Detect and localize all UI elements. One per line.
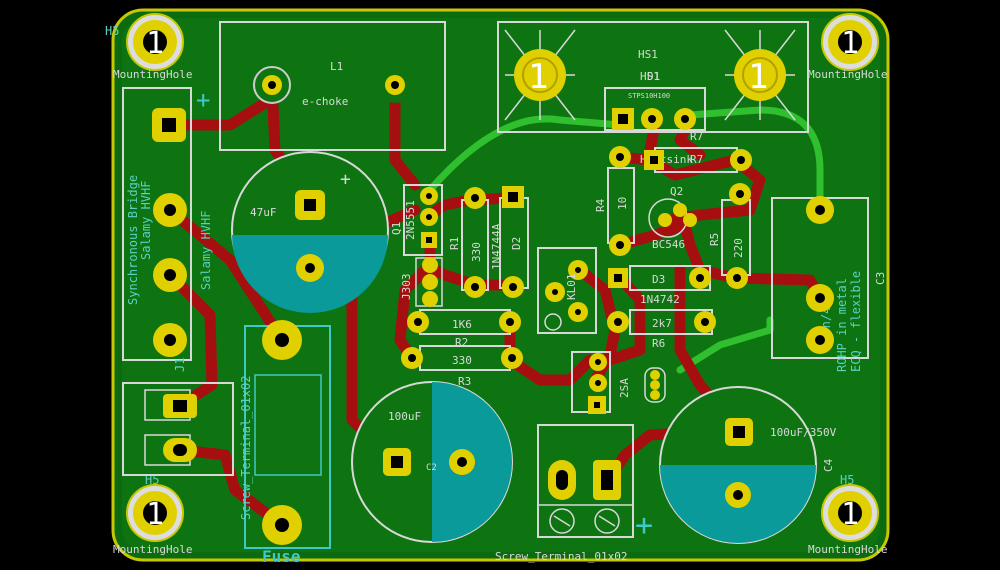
hole-number: 1 [146, 26, 164, 61]
fuse-text: Screw_Terminal_01x02 [239, 376, 253, 521]
capacitor-c1: 47uF + [231, 151, 389, 313]
hole-ref: H5 [145, 473, 159, 487]
u1-value: KL01 [565, 274, 578, 301]
q2-value: BC546 [652, 238, 685, 251]
c4-value: 100uF/350V [770, 426, 837, 439]
resistor-r3: 330 R3 [401, 345, 523, 388]
resistor-r5: 220 R5 [708, 183, 751, 289]
resistor-r4: 10 R4 [594, 146, 635, 256]
r7-ref: R7 [690, 130, 703, 143]
d3-value: 1N4742 [640, 293, 680, 306]
capacitor-c2: 100uF C2 [351, 381, 513, 543]
component-u1: KL01 [537, 247, 597, 334]
inductor-l1: L1 e-choke [219, 21, 446, 151]
c2-value: 100uF [388, 410, 421, 423]
capacitor-c4: 100uF/350V C4 [659, 386, 837, 544]
c3-sub2: ECQ - flexible [849, 271, 863, 372]
q1-value: 2N5551 [404, 200, 417, 240]
transistor-q3: 2SA [571, 351, 666, 414]
capacitor-c3: 100n/400V ROHP in metal ECQ - flexible C… [762, 196, 887, 413]
hs1-num-left: 1 [528, 57, 548, 97]
r4-ref: R4 [594, 198, 607, 212]
d2-value: 1N4744A [490, 223, 503, 270]
d2-ref: D2 [510, 237, 523, 250]
bridge-sub2: Salamy HVHF [199, 211, 213, 290]
d1-value: STPS10H100 [628, 92, 670, 100]
r2-value: 1K6 [452, 318, 472, 331]
terminal-plus: + [635, 508, 653, 543]
c2-ref: C2 [426, 463, 437, 473]
heatsink-hs1: HS1 HS1 1 1 Heatsink [497, 21, 809, 166]
c1-value: 47uF [250, 206, 277, 219]
mounting-hole-top-left: 1 H5 MountingHole [105, 13, 192, 81]
bridge-value: Synchronous Bridge [126, 175, 140, 305]
d1-ref: D1 [647, 70, 660, 83]
diode-d1: STPS10H100 D1 [604, 70, 706, 131]
transistor-q1: Q1 2N5551 J303 [390, 184, 443, 307]
fuse-label: Fuse [262, 547, 301, 566]
hole-value: MountingHole [113, 543, 192, 556]
mounting-hole-top-right: 1 MountingHole [808, 13, 887, 81]
r3-ref: R3 [458, 375, 471, 388]
hole-value: MountingHole [113, 68, 192, 81]
inner-layer-traces [426, 106, 824, 374]
hs1-sub-ref: HS1 [640, 70, 660, 83]
bridge-ref: J1 [173, 358, 187, 372]
q2-ref: Q2 [670, 185, 683, 198]
l1-ref: L1 [330, 60, 343, 73]
transistor-q2: Q2 BC546 [648, 185, 697, 251]
mounting-hole-bottom-left: 1 H5 MountingHole [113, 473, 192, 556]
output-terminal: + Screw_Terminal_01x02 [495, 424, 653, 563]
resistor-r1: 330 R1 [448, 187, 489, 298]
c4-ref: C4 [822, 458, 835, 472]
r6-ref: R6 [652, 337, 665, 350]
diode-d2: 1N4744A D2 [490, 186, 529, 298]
bridge-sub: Salamy HVHF [139, 181, 153, 260]
c3-sub: ROHP in metal [835, 278, 849, 372]
r5-value: 220 [732, 238, 745, 258]
q3-value: 2SA [618, 378, 631, 398]
mounting-hole-bottom-right: 1 H5 MountingHole [808, 473, 887, 556]
r3-value: 330 [452, 354, 472, 367]
diode-d3: D3 1N4742 [608, 265, 711, 306]
hole-ref: H5 [105, 24, 119, 38]
hs1-num-right: 1 [748, 57, 768, 97]
resistor-r7: R7 R7 [644, 130, 752, 173]
fuse-holder: Screw_Terminal_01x02 Fuse [239, 320, 331, 566]
hole-ref: H5 [840, 473, 854, 487]
hole-number: 1 [841, 497, 859, 532]
r1-value: 330 [470, 242, 483, 262]
terminal-label: Screw_Terminal_01x02 [495, 550, 627, 563]
l1-value: e-choke [302, 95, 348, 108]
q1-ref: Q1 [390, 222, 403, 235]
c3-ref: C3 [874, 272, 887, 285]
r1-ref: R1 [448, 237, 461, 250]
resistor-r6: 2k7 R6 [607, 309, 716, 350]
d3-ref: D3 [652, 273, 665, 286]
bridge-connector-j1: + Synchronous Bridge Salamy HVHF Salamy … [122, 86, 213, 372]
input-terminal [122, 382, 234, 476]
bridge-plus: + [196, 86, 210, 114]
hole-number: 1 [146, 497, 164, 532]
r2-ref: R2 [455, 336, 468, 349]
r7-label: R7 [690, 153, 703, 166]
hs1-ref: HS1 [638, 48, 658, 61]
hole-value: MountingHole [808, 68, 887, 81]
hole-number: 1 [841, 26, 859, 61]
r6-value: 2k7 [652, 317, 672, 330]
hole-value: MountingHole [808, 543, 887, 556]
c1-plus: + [340, 169, 351, 190]
j303-label: J303 [400, 274, 413, 301]
r5-ref: R5 [708, 233, 721, 246]
r4-value: 10 [616, 197, 629, 210]
